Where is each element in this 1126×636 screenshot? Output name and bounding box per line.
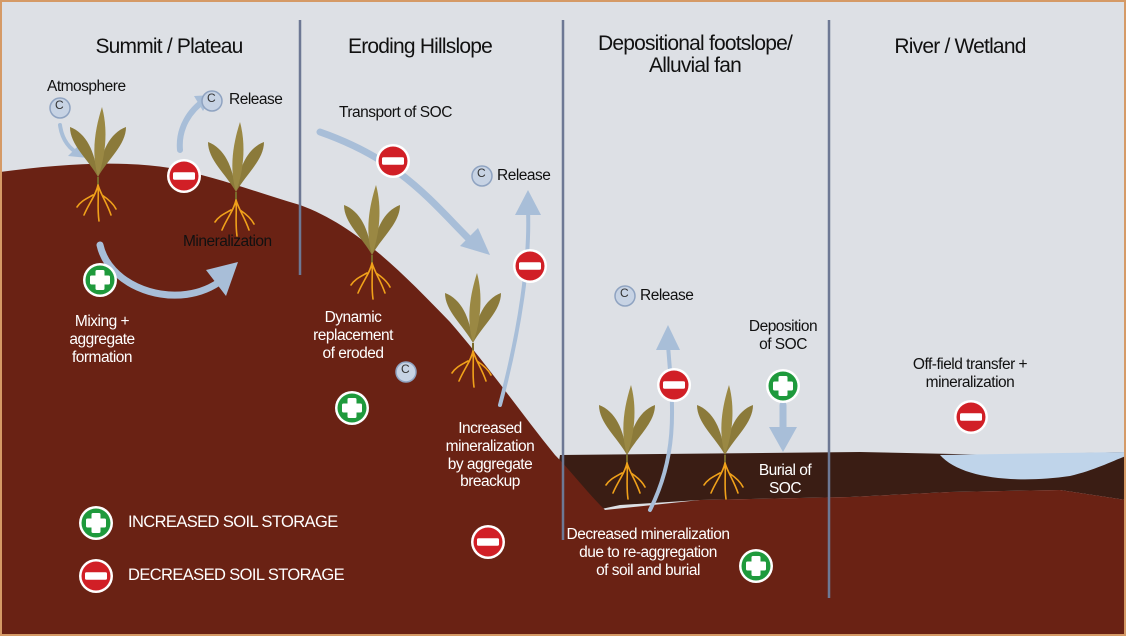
decreased-mineralization-label: Decreased mineralization due to re-aggre… (566, 526, 730, 579)
arrow-head (769, 427, 797, 452)
release-label: Release (497, 167, 551, 184)
carbon-symbol: C (401, 362, 410, 376)
carbon-symbol: C (477, 166, 486, 180)
release-arrow-footslope (648, 343, 675, 512)
carbon-symbol: C (55, 98, 64, 112)
soil-mass (0, 163, 1126, 636)
zone-title-summit: Summit / Plateau (95, 35, 243, 58)
burial-soc-label: Burial of SOC (758, 462, 812, 497)
mixing-arrow (96, 241, 226, 299)
offfield-label: Off-field transfer + mineralization (912, 356, 1028, 391)
mixing-label: Mixing + aggregate formation (69, 313, 135, 366)
release-label: Release (640, 287, 694, 304)
carbon-icon (471, 165, 493, 187)
deposition-soc-label: Deposition of SOC (748, 318, 818, 353)
arrow-head (460, 228, 490, 255)
plus-icon (83, 263, 117, 297)
plus-icon (766, 369, 800, 403)
release-arrow-hillslope (498, 208, 531, 407)
mineralization-label: Mineralization (183, 233, 272, 250)
minus-icon (657, 368, 691, 402)
carbon-symbol: C (620, 286, 629, 300)
flow-arrows (58, 97, 787, 512)
carbon-icon (395, 361, 417, 383)
legend-decreased-label: DECREASED SOIL STORAGE (128, 566, 345, 584)
plus-icon (739, 549, 773, 583)
carbon-symbol: C (207, 91, 216, 105)
zone-title-river: River / Wetland (894, 35, 1026, 58)
zone-title-hillslope: Eroding Hillslope (348, 35, 493, 58)
water-body (940, 452, 1126, 480)
legend-plus-icon (79, 506, 113, 540)
transport-arrow (316, 128, 474, 244)
plus-icon (335, 391, 369, 425)
carbon-icon (614, 285, 636, 307)
minus-icon (376, 144, 410, 178)
legend-minus-icon (79, 559, 113, 593)
carbon-icon (49, 97, 71, 119)
arrow-head (656, 325, 680, 350)
dynamic-replacement-label: Dynamic replacement of eroded (313, 309, 393, 362)
legend-increased-label: INCREASED SOIL STORAGE (128, 513, 338, 531)
minus-icon (471, 525, 505, 559)
arrow-head (206, 262, 238, 296)
transport-soc-label: Transport of SOC (339, 104, 452, 121)
atmosphere-label: Atmosphere (47, 78, 126, 95)
minus-icon (954, 400, 988, 434)
minus-icon (167, 159, 201, 193)
release-label: Release (229, 91, 283, 108)
zone-title-footslope: Depositional footslope/ Alluvial fan (597, 32, 793, 78)
carbon-icon (201, 90, 223, 112)
minus-icon (513, 249, 547, 283)
increased-mineralization-label: Increased mineralization by aggregate br… (445, 420, 535, 491)
arrow-head (515, 190, 541, 215)
